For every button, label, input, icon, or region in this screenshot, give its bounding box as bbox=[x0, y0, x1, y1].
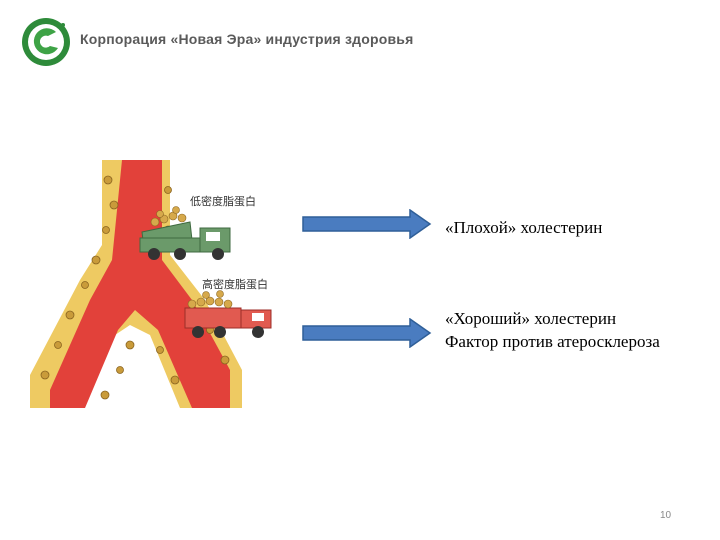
bad-cholesterol-label: «Плохой» холестерин bbox=[445, 218, 603, 237]
ldl-truck: 低密度脂蛋白 bbox=[139, 194, 256, 260]
company-name: Корпорация «Новая Эра» индустрия здоровь… bbox=[80, 31, 414, 47]
arrow-right-icon bbox=[302, 318, 432, 348]
ldl-label: 低密度脂蛋白 bbox=[190, 194, 256, 208]
hdl-label: 高密度脂蛋白 bbox=[202, 277, 268, 291]
anti-atherosclerosis-label: Фактор против атеросклероза bbox=[445, 332, 660, 351]
artery-illustration: 低密度脂蛋白 高密度脂蛋白 bbox=[30, 160, 275, 408]
arrow-right-icon bbox=[302, 209, 432, 239]
page-number: 10 bbox=[660, 510, 672, 521]
hdl-truck: 高密度脂蛋白 bbox=[184, 277, 272, 338]
good-cholesterol-label: «Хороший» холестерин bbox=[445, 309, 617, 328]
company-logo-icon bbox=[22, 18, 70, 66]
